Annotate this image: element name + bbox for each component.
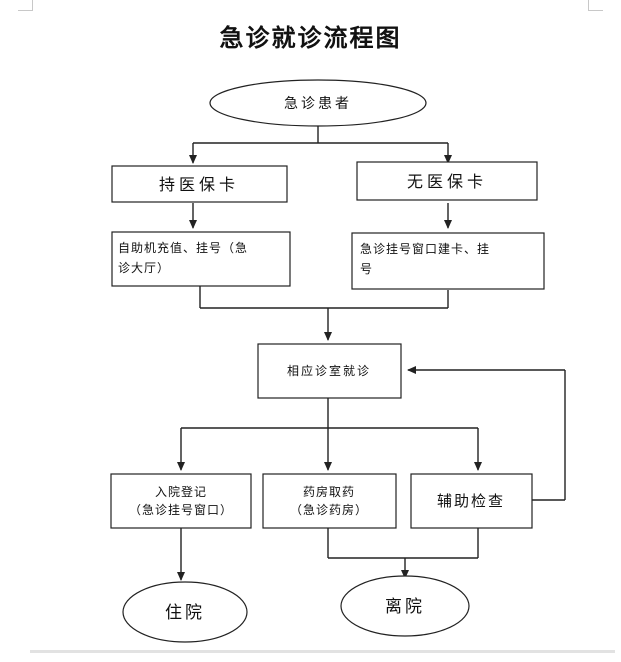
- node-leave: [340, 575, 470, 637]
- page-bottom-divider: [30, 650, 615, 653]
- node-patient-label: 急诊患者: [284, 96, 352, 112]
- node-admission-line-1: 入院登记: [155, 484, 207, 499]
- node-with-card-label: 持医保卡: [159, 175, 239, 194]
- connectors: [177, 126, 566, 581]
- node-without-card: [356, 161, 538, 201]
- node-window-register-line-2: 号: [360, 262, 373, 276]
- node-pharmacy: [262, 473, 397, 529]
- diagram-title: 急诊就诊流程图: [219, 24, 402, 52]
- node-exam: [410, 473, 533, 529]
- page-corner-mark-right: [588, 0, 603, 11]
- node-self-service-line-2: 诊大厅）: [118, 261, 170, 275]
- node-pharmacy-line-1: 药房取药: [303, 484, 355, 499]
- node-consult: [257, 343, 402, 399]
- node-self-service-line-1: 自助机充值、挂号（急: [118, 240, 248, 255]
- page-corner-mark-left: [18, 0, 33, 11]
- node-consult-label: 相应诊室就诊: [287, 363, 371, 378]
- node-pharmacy-line-2: （急诊药房）: [290, 502, 368, 517]
- node-hospitalize: [122, 581, 248, 643]
- node-with-card: [111, 165, 288, 203]
- node-exam-label: 辅助检查: [437, 492, 505, 510]
- node-self-service: [111, 231, 291, 287]
- node-admission-line-2: （急诊挂号窗口）: [129, 502, 233, 517]
- node-hospitalize-label: 住院: [165, 603, 205, 623]
- node-leave-label: 离院: [385, 597, 425, 617]
- node-window-register: [351, 232, 545, 290]
- node-admission: [110, 473, 252, 529]
- node-without-card-label: 无医保卡: [407, 172, 487, 191]
- node-patient: [209, 79, 427, 127]
- node-window-register-line-1: 急诊挂号窗口建卡、挂: [360, 241, 490, 256]
